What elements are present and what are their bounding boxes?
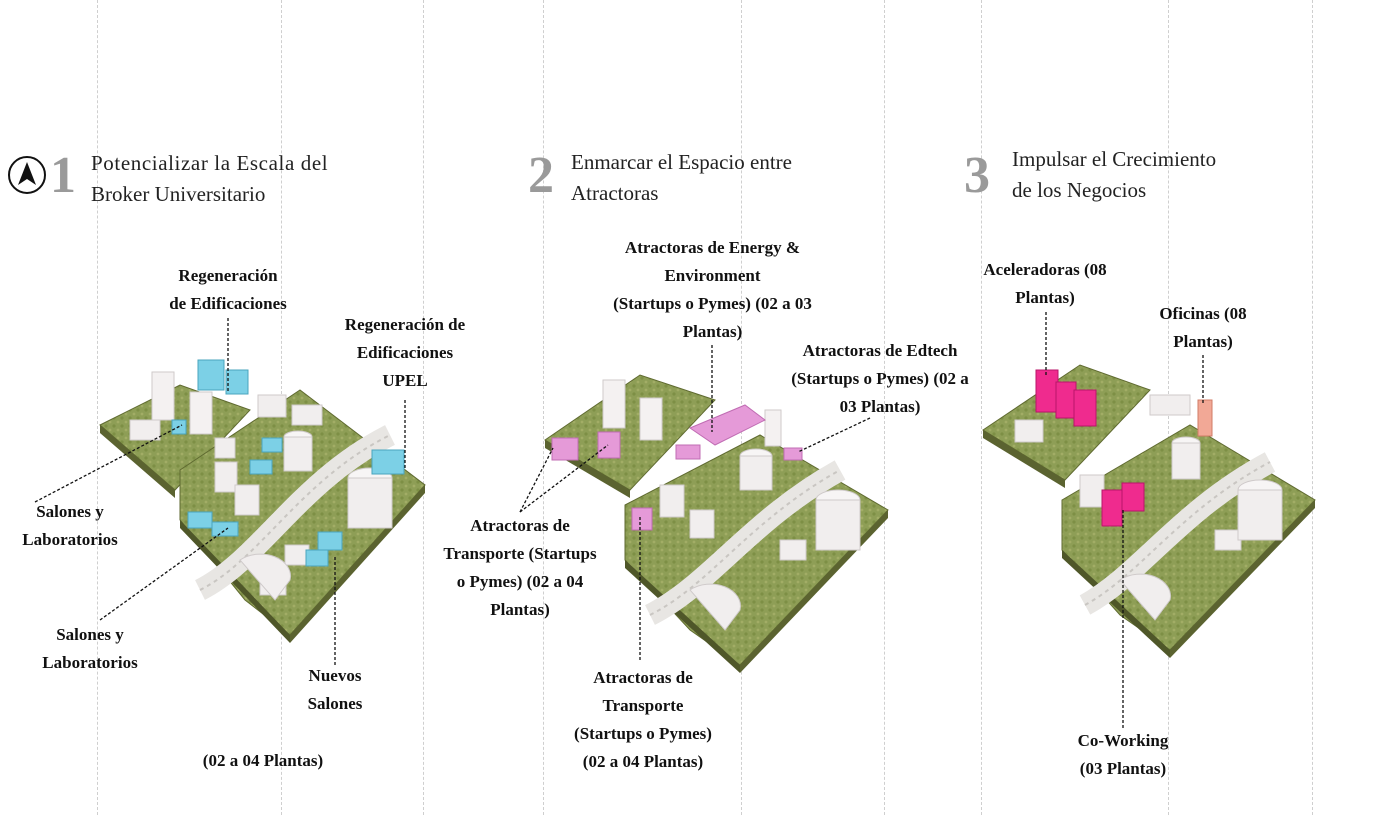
guide-line bbox=[423, 0, 424, 815]
panel-title-1: Potencializar la Escala del Broker Unive… bbox=[91, 148, 328, 210]
label-line: (Startups o Pymes) (02 a 03 bbox=[613, 294, 812, 313]
panel-title-line: Broker Universitario bbox=[91, 182, 266, 206]
panel-title-line: de los Negocios bbox=[1012, 178, 1147, 202]
label-line: Atractoras de bbox=[470, 516, 570, 535]
site-model-1 bbox=[34, 318, 426, 665]
label-line: (03 Plantas) bbox=[1079, 759, 1167, 778]
label-regeneracion-edificaciones: Regeneración de Edificaciones bbox=[148, 262, 308, 318]
label-line: (02 a 04 Plantas) bbox=[582, 752, 704, 771]
label-line: o Pymes) (02 a 04 bbox=[456, 572, 584, 591]
label-line: Plantas) bbox=[682, 322, 743, 341]
label-line: Transporte bbox=[602, 696, 684, 715]
guide-line bbox=[1312, 0, 1313, 815]
label-aceleradoras: Aceleradoras (08 Plantas) bbox=[960, 256, 1130, 312]
guide-line bbox=[884, 0, 885, 815]
label-line: Laboratorios bbox=[22, 530, 118, 549]
label-line: Plantas) bbox=[1173, 332, 1233, 351]
label-co-working: Co-Working (03 Plantas) bbox=[1058, 727, 1188, 783]
label-line: Environment bbox=[664, 266, 761, 285]
panel-title-2: Enmarcar el Espacio entre Atractoras bbox=[571, 147, 792, 209]
label-line: Plantas) bbox=[490, 600, 550, 619]
site-model-3 bbox=[982, 312, 1316, 728]
label-line: Salones bbox=[307, 694, 363, 713]
panel-title-3: Impulsar el Crecimiento de los Negocios bbox=[1012, 144, 1216, 206]
guide-line bbox=[543, 0, 544, 815]
label-line: Plantas) bbox=[1015, 288, 1075, 307]
label-line: Laboratorios bbox=[42, 653, 138, 672]
label-line: (02 a 04 Plantas) bbox=[202, 751, 324, 770]
label-line: Salones y bbox=[36, 502, 104, 521]
panel-number-2: 2 bbox=[528, 147, 554, 204]
label-nuevos-salones: Nuevos Salones bbox=[285, 662, 385, 718]
label-line: Atractoras de Edtech bbox=[802, 341, 958, 360]
label-line: Atractoras de Energy & bbox=[624, 238, 801, 257]
label-salones-laboratorios-1: Salones y Laboratorios bbox=[0, 498, 140, 554]
label-transporte-1: Atractoras de Transporte (Startups o Pym… bbox=[420, 512, 620, 624]
panel-title-line: Potencializar la Escala del bbox=[91, 151, 329, 175]
label-line: (Startups o Pymes) (02 a bbox=[791, 369, 969, 388]
label-plantas-note: (02 a 04 Plantas) bbox=[178, 747, 348, 775]
label-transporte-2: Atractoras de Transporte (Startups o Pym… bbox=[548, 664, 738, 776]
label-line: Salones y bbox=[56, 625, 124, 644]
label-line: Regeneración bbox=[178, 266, 278, 285]
label-edtech: Atractoras de Edtech (Startups o Pymes) … bbox=[765, 337, 995, 421]
label-line: de Edificaciones bbox=[169, 294, 287, 313]
guide-line bbox=[981, 0, 982, 815]
label-energy-environment: Atractoras de Energy & Environment (Star… bbox=[585, 234, 840, 346]
label-line: Regeneración de bbox=[344, 315, 466, 334]
north-arrow-icon bbox=[7, 155, 47, 195]
label-line: Co-Working bbox=[1077, 731, 1169, 750]
panel-title-line: Atractoras bbox=[571, 181, 659, 205]
panel-title-line: Impulsar el Crecimiento bbox=[1012, 147, 1217, 171]
label-line: UPEL bbox=[382, 371, 428, 390]
label-regeneracion-upel: Regeneración de Edificaciones UPEL bbox=[320, 311, 490, 395]
label-line: (Startups o Pymes) bbox=[574, 724, 712, 743]
label-line: Oficinas (08 bbox=[1159, 304, 1247, 323]
label-line: Aceleradoras (08 bbox=[983, 260, 1107, 279]
panel-title-line: Enmarcar el Espacio entre bbox=[571, 150, 792, 174]
panel-number-1: 1 bbox=[50, 147, 76, 204]
label-oficinas: Oficinas (08 Plantas) bbox=[1138, 300, 1268, 356]
label-line: Transporte (Startups bbox=[443, 544, 597, 563]
guide-line bbox=[97, 0, 98, 815]
label-line: Atractoras de bbox=[593, 668, 693, 687]
panel-number-3: 3 bbox=[964, 147, 990, 204]
label-line: Nuevos bbox=[308, 666, 362, 685]
label-line: Edificaciones bbox=[356, 343, 454, 362]
label-salones-laboratorios-2: Salones y Laboratorios bbox=[20, 621, 160, 677]
site-model-2 bbox=[519, 345, 889, 673]
label-line: 03 Plantas) bbox=[839, 397, 921, 416]
